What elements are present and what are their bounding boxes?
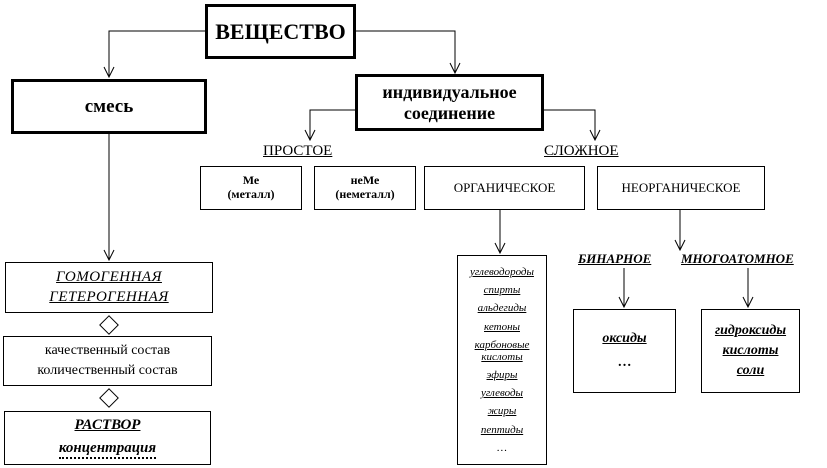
organic-class-item: альдегиды	[477, 302, 527, 315]
label-simple: ПРОСТОЕ	[263, 143, 333, 159]
label-complex: СЛОЖНОЕ	[544, 143, 619, 159]
node-acids: кислоты	[722, 342, 779, 358]
node-solution: РАСТВОР концентрация	[4, 411, 211, 465]
label-polyatomic: МНОГОАТОМНОЕ	[681, 251, 794, 266]
node-concentration: концентрация	[58, 440, 157, 459]
node-solution-label: РАСТВОР	[74, 417, 141, 434]
organic-classes-list: углеводороды спирты альдегиды кетоны кар…	[457, 255, 547, 465]
node-metal-symbol: Ме	[242, 173, 260, 188]
node-inorganic-label: НЕОРГАНИЧЕСКОЕ	[621, 180, 741, 195]
node-homogeneous: ГОМОГЕННАЯ	[56, 268, 162, 285]
node-nonmetal-symbol: неМе	[350, 173, 380, 188]
organic-class-item: жиры	[487, 405, 517, 418]
arrow-substance-to-mixture	[109, 30, 205, 77]
organic-class-item: пептиды	[480, 423, 524, 436]
node-nonmetal-label: (неметалл)	[335, 187, 395, 201]
node-composition: качественный состав количественный соста…	[3, 336, 212, 386]
arrow-individual-to-complex	[543, 109, 595, 140]
node-nonmetal: неМе (неметалл)	[314, 166, 416, 210]
node-substance-label: ВЕЩЕСТВО	[215, 18, 346, 44]
organic-class-item: …	[497, 441, 507, 454]
node-heterogeneous: ГЕТЕРОГЕННАЯ	[49, 289, 169, 305]
organic-class-item: карбоновые	[474, 338, 530, 351]
node-polyatomic-classes: гидроксиды кислоты соли	[701, 309, 800, 393]
node-qualitative: качественный состав	[44, 343, 171, 359]
node-mixture-label: смесь	[84, 95, 134, 117]
arrow-substance-to-individual	[355, 30, 455, 73]
organic-class-item: кетоны	[484, 320, 520, 333]
node-individual-line2: соединение	[403, 102, 496, 123]
node-metal: Ме (металл)	[200, 166, 302, 210]
organic-class-item: кислоты	[481, 350, 523, 363]
node-oxides-label: оксиды	[602, 330, 647, 346]
node-substance: ВЕЩЕСТВО	[205, 4, 356, 59]
node-organic-label: ОРГАНИЧЕСКОЕ	[453, 180, 556, 195]
node-quantitative: количественный состав	[37, 362, 178, 378]
node-metal-label: (металл)	[227, 187, 275, 201]
node-individual-line1: индивидуальное	[382, 81, 517, 102]
organic-class-item: углеводы	[481, 387, 523, 400]
node-oxides: оксиды …	[573, 309, 676, 393]
node-organic: ОРГАНИЧЕСКОЕ	[424, 166, 585, 210]
node-inorganic: НЕОРГАНИЧЕСКОЕ	[597, 166, 765, 210]
node-hydroxides: гидроксиды	[714, 322, 787, 338]
node-salts: соли	[736, 363, 765, 379]
node-mixture: смесь	[11, 79, 207, 134]
organic-class-item: углеводороды	[470, 266, 534, 279]
organic-class-item: эфиры	[486, 369, 518, 382]
node-oxides-more: …	[617, 355, 632, 370]
arrow-individual-to-simple	[310, 109, 355, 140]
node-individual-compound: индивидуальное соединение	[355, 74, 544, 131]
organic-class-item: спирты	[483, 284, 521, 297]
label-binary: БИНАРНОЕ	[578, 251, 652, 266]
node-mixture-types: ГОМОГЕННАЯ ГЕТЕРОГЕННАЯ	[5, 262, 213, 313]
